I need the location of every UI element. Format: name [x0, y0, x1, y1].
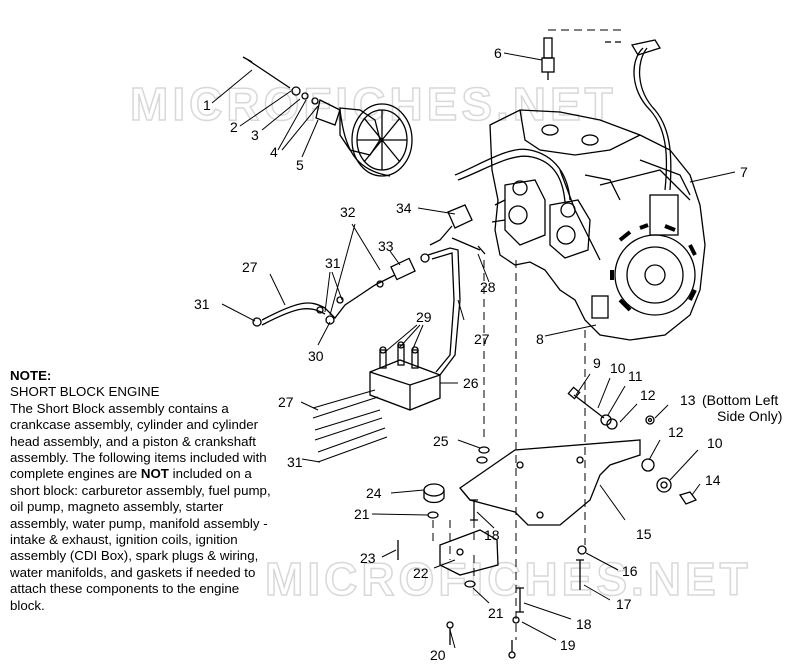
carburetor-right	[549, 199, 591, 259]
note-title: NOTE:	[10, 368, 52, 383]
callout-10-top: 10	[610, 360, 626, 376]
leader-lines	[211, 52, 736, 649]
callout-31-left: 31	[194, 296, 210, 312]
spark-plug-wire	[454, 148, 571, 201]
short-block-note: NOTE: SHORT BLOCK ENGINE The Short Block…	[10, 368, 272, 614]
callout-30: 30	[308, 348, 324, 364]
callout-33: 33	[378, 238, 394, 254]
callout-13-note-line1: (Bottom Left	[702, 392, 778, 408]
assembly-center-lines	[432, 29, 625, 640]
callout-9: 9	[593, 355, 601, 371]
drive-bolt	[242, 56, 291, 89]
callout-28: 28	[480, 279, 496, 295]
callout-13: 13	[680, 392, 696, 408]
spark-plug-cap	[630, 39, 661, 56]
callout-19: 19	[560, 637, 576, 653]
note-body-part1: The Short Block assembly contains a cran…	[10, 400, 267, 482]
callout-22: 22	[413, 565, 429, 581]
callout-20: 20	[430, 647, 446, 663]
engine-block	[489, 109, 706, 341]
callout-labels: 1 2 3 4 5 6 7 8 9 10 11 12 13 (Bottom Le…	[194, 45, 782, 663]
ground-strap	[451, 237, 486, 255]
callout-15: 15	[636, 526, 652, 542]
callout-27-left: 27	[278, 394, 294, 410]
callout-2: 2	[230, 119, 238, 135]
watermark-top: MICROFICHES.NET	[130, 78, 617, 130]
callout-34: 34	[396, 200, 412, 216]
callout-8: 8	[536, 331, 544, 347]
callout-14: 14	[705, 472, 721, 488]
callout-16: 16	[622, 563, 638, 579]
callout-31-top: 31	[325, 255, 341, 271]
note-body: The Short Block assembly contains a cran…	[10, 401, 272, 614]
callout-12-top: 12	[640, 387, 656, 403]
starter-pulley	[315, 99, 413, 177]
callout-21-left: 21	[354, 506, 370, 522]
spark-plug	[541, 37, 555, 80]
watermark-bottom: MICROFICHES.NET	[265, 553, 752, 605]
note-body-part2: included on a short block: carburetor as…	[10, 466, 271, 613]
note-emphasis-not: NOT	[140, 466, 169, 482]
callout-3: 3	[251, 127, 259, 143]
ignition-coil	[429, 204, 473, 246]
callout-27-top: 27	[242, 259, 258, 275]
callout-13-note-line2: Side Only)	[717, 408, 782, 424]
callout-21-bottom: 21	[488, 605, 504, 621]
callout-24: 24	[366, 485, 382, 501]
callout-18-right: 18	[576, 616, 592, 632]
fuel-filter	[390, 253, 430, 281]
fuel-pump	[369, 341, 441, 411]
carburetor-left	[491, 179, 546, 246]
callout-5: 5	[296, 157, 304, 173]
callout-26: 26	[463, 375, 479, 391]
callout-6: 6	[494, 45, 502, 61]
callout-27-right: 27	[474, 331, 490, 347]
callout-11: 11	[628, 368, 643, 384]
callout-18-center: 18	[484, 527, 500, 543]
callout-25: 25	[433, 433, 449, 449]
callout-17: 17	[616, 596, 632, 612]
callout-4: 4	[270, 144, 278, 160]
note-subtitle: SHORT BLOCK ENGINE	[10, 384, 160, 400]
callout-1: 1	[203, 97, 211, 113]
rubber-damper	[423, 483, 445, 504]
callout-32: 32	[340, 204, 356, 220]
callout-23: 23	[360, 550, 376, 566]
engine-mount-plate	[459, 439, 641, 526]
callout-29: 29	[416, 309, 432, 325]
callout-31-bottom: 31	[287, 454, 303, 470]
callout-10-bottom: 10	[707, 435, 723, 451]
callout-7: 7	[740, 164, 748, 180]
mount-bolt	[567, 386, 605, 419]
callout-12-bottom: 12	[668, 424, 684, 440]
mount-bracket	[439, 529, 499, 576]
